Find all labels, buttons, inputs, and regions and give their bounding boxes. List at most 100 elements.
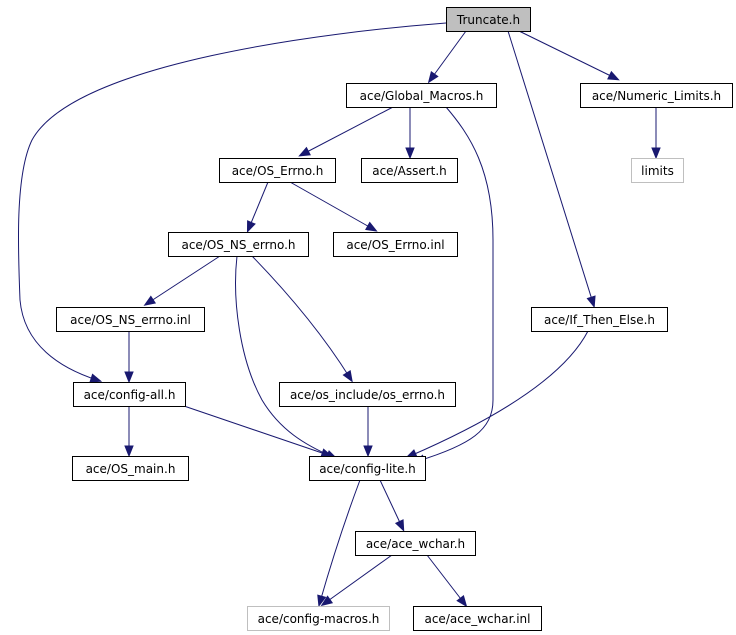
edge-numeric-limits-to-limits — [651, 107, 661, 160]
edge-config-all-to-os-main — [124, 406, 134, 458]
node-ace-wchar-inl[interactable]: ace/ace_wchar.inl — [413, 606, 542, 631]
edge-os-ns-errno-inl-to-config-all-arrowhead — [124, 371, 134, 384]
edge-os-include-errno-to-config-lite — [363, 406, 373, 458]
edge-truncate-to-global-macros — [427, 30, 467, 84]
edge-global-macros-to-config-lite-line — [417, 106, 494, 462]
edge-os-ns-errno-h-to-os-include-errno — [251, 255, 353, 383]
edge-ace-wchar-h-to-ace-wchar-inl-line — [426, 554, 465, 604]
node-os-include-errno-box — [279, 382, 456, 407]
edge-truncate-to-config-all-arrowhead — [89, 373, 103, 383]
edge-config-lite-to-ace-wchar-h-arrowhead — [394, 519, 405, 532]
edge-os-errno-h-to-os-errno-inl-arrowhead — [365, 221, 378, 232]
edge-os-errno-h-to-os-ns-errno-h-arrowhead — [246, 220, 256, 233]
node-truncate-box — [446, 7, 531, 32]
node-config-macros-label: ace/config-macros.h — [258, 612, 380, 626]
node-os-errno-h-box — [219, 158, 336, 183]
node-config-lite-box — [309, 456, 426, 481]
node-config-macros-box — [247, 606, 390, 631]
edge-global-macros-to-os-errno-h-arrowhead — [298, 146, 311, 157]
node-if-then-else-box — [531, 307, 668, 332]
node-os-main[interactable]: ace/OS_main.h — [72, 456, 189, 481]
node-global-macros-box — [346, 83, 497, 108]
node-os-ns-errno-h-label: ace/OS_NS_errno.h — [181, 238, 295, 252]
edge-os-errno-h-to-os-ns-errno-h — [246, 181, 269, 233]
edge-os-errno-h-to-os-errno-inl-line — [289, 181, 374, 230]
node-global-macros-label: ace/Global_Macros.h — [360, 89, 484, 103]
edge-os-ns-errno-h-to-config-lite-line — [235, 255, 334, 458]
edge-global-macros-to-assert-h-arrowhead — [405, 147, 415, 160]
node-config-lite[interactable]: ace/config-lite.h — [309, 456, 426, 481]
node-assert-h[interactable]: ace/Assert.h — [361, 158, 458, 183]
node-os-ns-errno-h-box — [168, 232, 309, 257]
node-limits[interactable]: limits — [631, 158, 684, 183]
edge-global-macros-to-os-errno-h — [298, 106, 394, 157]
edge-truncate-to-if-then-else — [507, 30, 596, 309]
node-global-macros[interactable]: ace/Global_Macros.h — [346, 83, 497, 108]
edge-os-errno-h-to-os-ns-errno-h-line — [248, 181, 269, 229]
edge-os-errno-h-to-os-errno-inl — [289, 181, 378, 232]
edge-truncate-to-config-all-line — [17, 22, 447, 381]
node-truncate[interactable]: Truncate.h — [446, 7, 531, 32]
edge-truncate-to-global-macros-arrowhead — [427, 70, 439, 84]
node-truncate-label: Truncate.h — [456, 13, 520, 27]
edge-truncate-to-numeric-limits — [518, 30, 620, 81]
node-os-ns-errno-inl-box — [56, 307, 205, 332]
node-os-main-box — [72, 456, 189, 481]
node-os-main-label: ace/OS_main.h — [86, 462, 176, 476]
node-os-ns-errno-inl[interactable]: ace/OS_NS_errno.inl — [56, 307, 205, 332]
node-os-ns-errno-inl-label: ace/OS_NS_errno.inl — [70, 313, 191, 327]
node-limits-box — [631, 158, 684, 183]
edge-os-ns-errno-h-to-os-ns-errno-inl-line — [147, 255, 221, 304]
edge-ace-wchar-h-to-ace-wchar-inl-arrowhead — [456, 594, 468, 608]
edge-config-all-to-os-main-arrowhead — [124, 445, 134, 458]
node-if-then-else-label: ace/If_Then_Else.h — [544, 313, 655, 327]
edge-os-ns-errno-h-to-os-ns-errno-inl — [143, 255, 221, 306]
node-assert-h-box — [361, 158, 458, 183]
node-ace-wchar-h-label: ace/ace_wchar.h — [366, 537, 465, 551]
edge-truncate-to-if-then-else-line — [507, 30, 594, 304]
edge-config-all-to-config-lite-line — [183, 405, 329, 456]
node-limits-label: limits — [641, 164, 674, 178]
nodes-layer: Truncate.h ace/Global_Macros.h ace/Numeric… — [56, 7, 733, 631]
edge-os-ns-errno-h-to-os-ns-errno-inl-arrowhead — [143, 295, 157, 306]
edge-os-ns-errno-h-to-os-include-errno-line — [251, 255, 351, 379]
edge-config-lite-to-config-macros-arrowhead — [317, 594, 327, 608]
edge-config-lite-to-ace-wchar-h-line — [379, 479, 403, 528]
node-numeric-limits[interactable]: ace/Numeric_Limits.h — [580, 83, 733, 108]
node-os-errno-inl[interactable]: ace/OS_Errno.inl — [333, 232, 458, 257]
node-ace-wchar-inl-label: ace/ace_wchar.inl — [424, 612, 530, 626]
node-ace-wchar-h[interactable]: ace/ace_wchar.h — [355, 531, 476, 556]
edge-ace-wchar-h-to-config-macros-line — [324, 554, 393, 604]
node-config-lite-label: ace/config-lite.h — [319, 462, 416, 476]
edge-truncate-to-numeric-limits-line — [518, 30, 616, 79]
node-numeric-limits-label: ace/Numeric_Limits.h — [592, 89, 721, 103]
node-ace-wchar-h-box — [355, 531, 476, 556]
node-config-macros[interactable]: ace/config-macros.h — [247, 606, 390, 631]
edge-truncate-to-config-all — [17, 22, 447, 383]
node-numeric-limits-box — [580, 83, 733, 108]
edge-config-lite-to-ace-wchar-h — [379, 479, 405, 532]
edge-config-lite-to-config-macros — [317, 479, 361, 608]
edges-layer — [17, 22, 661, 608]
edge-if-then-else-to-config-lite-line — [409, 330, 589, 457]
edge-config-lite-to-config-macros-line — [319, 479, 361, 603]
edge-os-include-errno-to-config-lite-arrowhead — [363, 445, 373, 458]
node-os-include-errno[interactable]: ace/os_include/os_errno.h — [279, 382, 456, 407]
node-os-ns-errno-h[interactable]: ace/OS_NS_errno.h — [168, 232, 309, 257]
node-config-all-box — [73, 382, 186, 407]
node-config-all-label: ace/config-all.h — [84, 388, 176, 402]
edge-numeric-limits-to-limits-arrowhead — [651, 147, 661, 160]
node-os-errno-inl-box — [333, 232, 458, 257]
node-os-errno-inl-label: ace/OS_Errno.inl — [346, 238, 444, 252]
node-config-all[interactable]: ace/config-all.h — [73, 382, 186, 407]
edge-global-macros-to-assert-h — [405, 107, 415, 160]
node-if-then-else[interactable]: ace/If_Then_Else.h — [531, 307, 668, 332]
node-ace-wchar-inl-box — [413, 606, 542, 631]
node-assert-h-label: ace/Assert.h — [372, 164, 447, 178]
edge-ace-wchar-h-to-config-macros — [320, 554, 393, 607]
node-os-errno-h[interactable]: ace/OS_Errno.h — [219, 158, 336, 183]
edge-ace-wchar-h-to-config-macros-arrowhead — [320, 595, 334, 607]
edge-config-all-to-config-lite — [183, 405, 334, 458]
edge-os-ns-errno-h-to-os-include-errno-arrowhead — [342, 369, 353, 383]
